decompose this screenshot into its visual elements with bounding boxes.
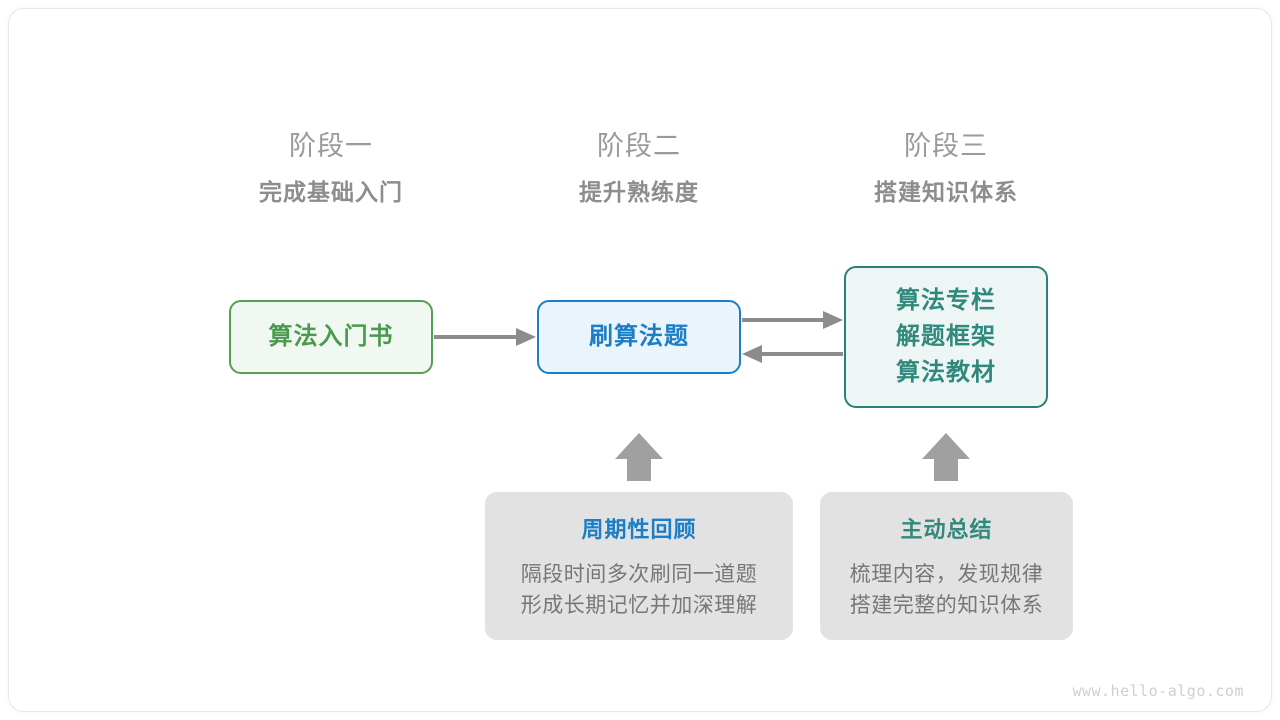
note-body-line-1: 梳理内容，发现规律 (849, 563, 1044, 586)
stage-header-3: 阶段三 搭建知识体系 (816, 128, 1076, 209)
flow-box-resources-line-3: 算法教材 (896, 359, 996, 386)
flow-box-resources-line-1: 算法专栏 (896, 287, 996, 314)
flow-box-intro-book-line-1: 算法入门书 (268, 323, 394, 350)
note-body-line-2: 形成长期记忆并加深理解 (520, 594, 758, 617)
note-card-active-summary-body: 梳理内容，发现规律 搭建完整的知识体系 (850, 559, 1044, 621)
stage-title-2: 阶段二 (597, 131, 681, 161)
flow-box-practice-problems[interactable]: 刷算法题 (537, 300, 741, 374)
note-card-periodic-review-body: 隔段时间多次刷同一道题 形成长期记忆并加深理解 (521, 559, 758, 621)
stage-title-3: 阶段三 (904, 131, 988, 161)
watermark-url: www.hello-algo.com (1072, 682, 1244, 700)
stage-subtitle-3: 搭建知识体系 (874, 179, 1018, 205)
stage-header-2: 阶段二 提升熟练度 (509, 128, 769, 209)
flow-box-resources[interactable]: 算法专栏 解题框架 算法教材 (844, 266, 1048, 408)
note-card-active-summary[interactable]: 主动总结 梳理内容，发现规律 搭建完整的知识体系 (820, 492, 1073, 640)
note-card-periodic-review[interactable]: 周期性回顾 隔段时间多次刷同一道题 形成长期记忆并加深理解 (485, 492, 793, 640)
stage-title-1: 阶段一 (289, 131, 373, 161)
note-body-line-2: 搭建完整的知识体系 (849, 594, 1044, 617)
flow-box-practice-problems-line-1: 刷算法题 (589, 323, 689, 350)
note-card-periodic-review-title: 周期性回顾 (581, 517, 697, 542)
flow-box-resources-line-2: 解题框架 (896, 323, 996, 350)
note-card-active-summary-title: 主动总结 (900, 517, 993, 542)
stage-subtitle-1: 完成基础入门 (259, 179, 403, 205)
flow-box-intro-book[interactable]: 算法入门书 (229, 300, 433, 374)
note-body-line-1: 隔段时间多次刷同一道题 (520, 563, 758, 586)
stage-subtitle-2: 提升熟练度 (579, 179, 699, 205)
stage-header-1: 阶段一 完成基础入门 (201, 128, 461, 209)
